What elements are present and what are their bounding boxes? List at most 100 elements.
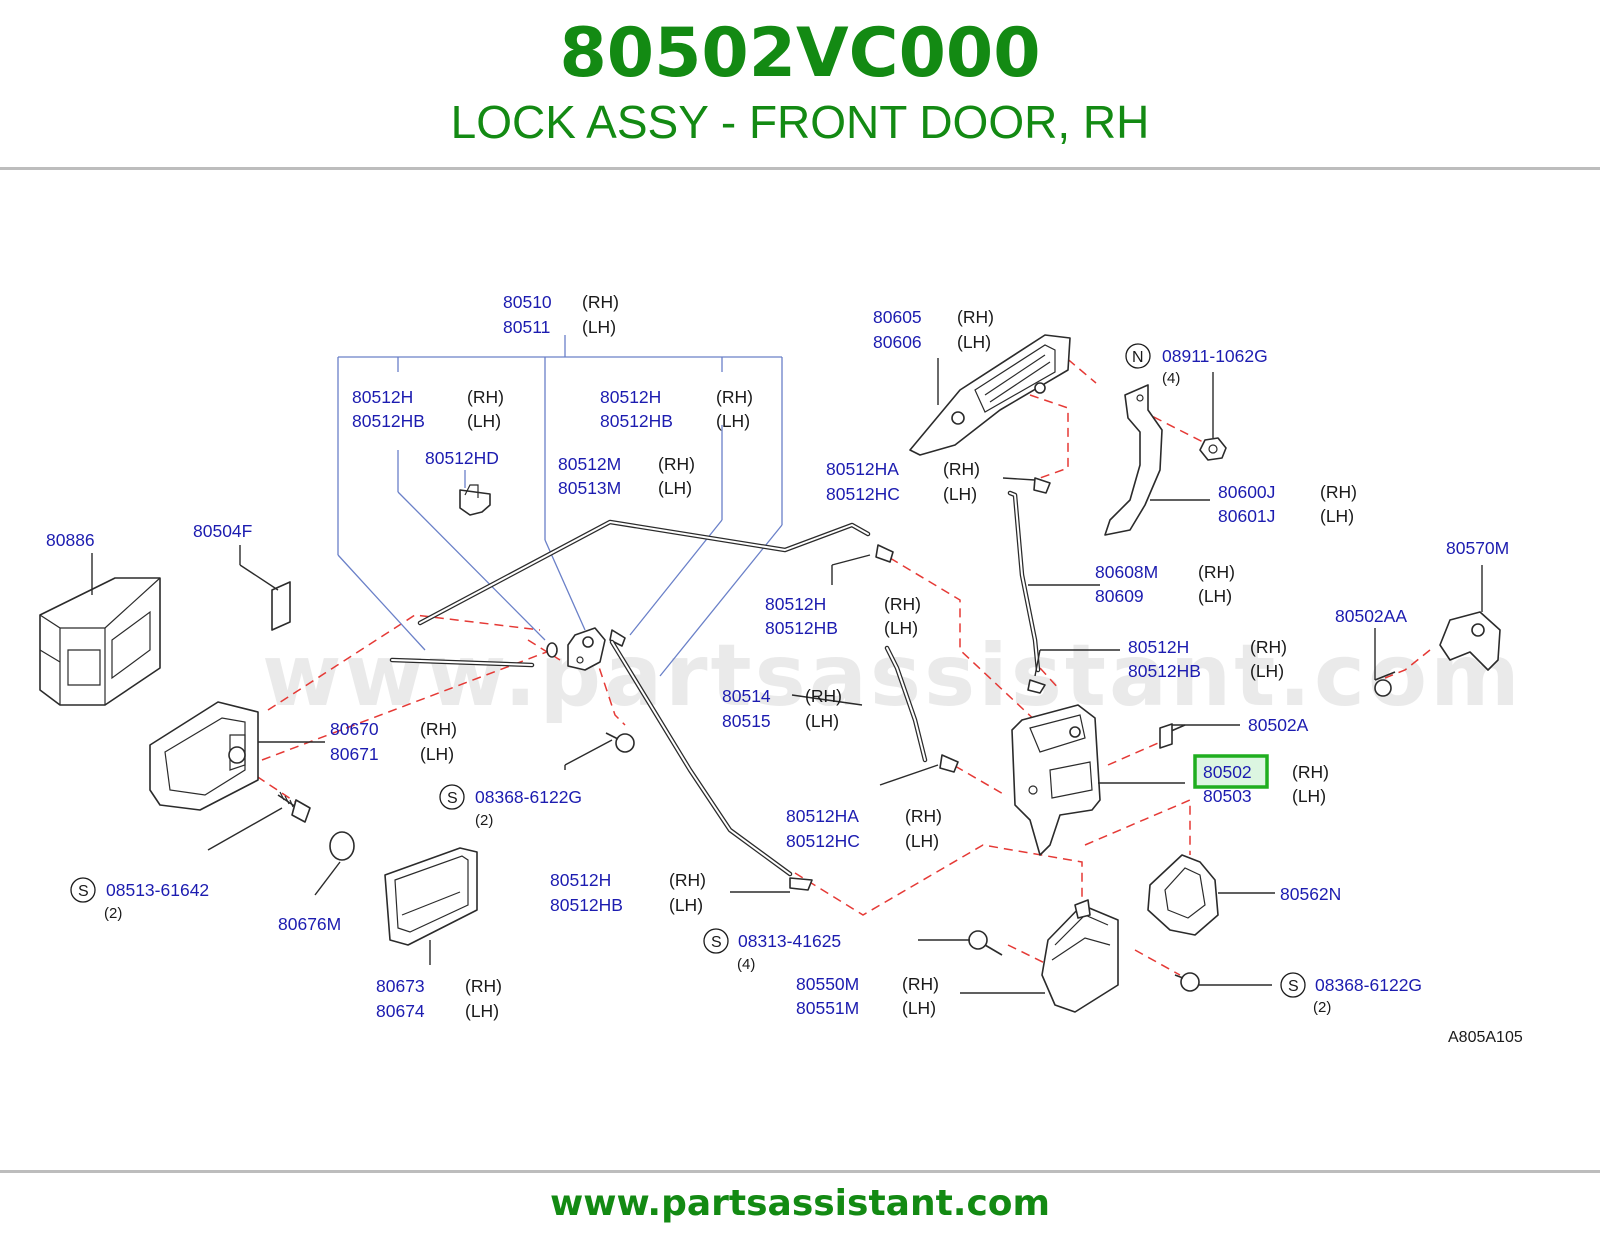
part-link-08368-6122g[interactable]: 08368-6122G [475, 787, 582, 807]
callout-80510[interactable]: 80510 (RH) 80511 (LH) [503, 292, 619, 337]
part-link-80512ha[interactable]: 80512HA [826, 459, 899, 479]
part-link-80608m[interactable]: 80608M [1095, 562, 1158, 582]
part-link-80504f[interactable]: 80504F [193, 521, 252, 541]
side-rh-label: (RH) [716, 387, 753, 407]
side-rh-label: (RH) [669, 870, 706, 890]
inside-handle-80670-drawing [149, 701, 259, 811]
callout-80502[interactable]: 80502 (RH) 80503 (LH) [1203, 762, 1329, 806]
callout-80512h-center[interactable]: 80512H (RH) 80512HB (LH) [600, 387, 753, 431]
part-link-80609[interactable]: 80609 [1095, 586, 1144, 606]
part-link-80512h[interactable]: 80512H [600, 387, 661, 407]
callout-80673[interactable]: 80673 (RH) 80674 (LH) [376, 976, 502, 1021]
part-link-80511[interactable]: 80511 [503, 317, 550, 337]
callout-80512h-left[interactable]: 80512H (RH) 80512HB (LH) [352, 387, 504, 431]
part-link-80503[interactable]: 80503 [1203, 786, 1252, 806]
part-link-80513m[interactable]: 80513M [558, 478, 621, 498]
part-link-80676m[interactable]: 80676M [278, 914, 341, 934]
part-link-80512h[interactable]: 80512H [550, 870, 611, 890]
callout-80512h-mid[interactable]: 80512H (RH) 80512HB (LH) [765, 594, 921, 638]
part-link-80601j[interactable]: 80601J [1218, 506, 1275, 526]
part-link-80600j[interactable]: 80600J [1218, 482, 1275, 502]
side-lh-label: (LH) [1292, 786, 1326, 806]
part-link-80512hc[interactable]: 80512HC [826, 484, 900, 504]
callout-80514[interactable]: 80514 (RH) 80515 (LH) [722, 686, 842, 731]
callout-80608m[interactable]: 80608M (RH) 80609 (LH) [1095, 562, 1235, 606]
part-link-80551m[interactable]: 80551M [796, 998, 859, 1018]
part-link-80512ha[interactable]: 80512HA [786, 806, 859, 826]
part-link-80670[interactable]: 80670 [330, 719, 379, 739]
part-link-80512h[interactable]: 80512H [765, 594, 826, 614]
part-link-80502aa[interactable]: 80502AA [1335, 606, 1407, 626]
rod-group-bracket [337, 335, 783, 677]
part-link-80502a[interactable]: 80502A [1248, 715, 1309, 735]
part-link-80515[interactable]: 80515 [722, 711, 771, 731]
callout-80512h-lower[interactable]: 80512H (RH) 80512HB (LH) [550, 870, 706, 915]
part-link-80886[interactable]: 80886 [46, 530, 95, 550]
part-link-80512hc[interactable]: 80512HC [786, 831, 860, 851]
part-link-80514[interactable]: 80514 [722, 686, 771, 706]
rods-drawing [389, 490, 1041, 877]
cap-80676m-drawing [329, 831, 355, 861]
part-link-80510[interactable]: 80510 [503, 292, 552, 312]
pad-80886-drawing [39, 577, 161, 706]
callout-80670[interactable]: 80670 (RH) 80671 (LH) [330, 719, 457, 764]
part-link-80502-highlighted[interactable]: 80502 [1203, 762, 1252, 782]
callout-80600j[interactable]: 80600J (RH) 80601J (LH) [1218, 482, 1357, 526]
screw-symbol: S [78, 883, 89, 900]
side-lh-label: (LH) [905, 831, 939, 851]
callout-80512ha-lower[interactable]: 80512HA (RH) 80512HC (LH) [786, 806, 942, 851]
part-link-80562n[interactable]: 80562N [1280, 884, 1341, 904]
side-rh-label: (RH) [805, 686, 842, 706]
part-link-80512hb[interactable]: 80512HB [765, 618, 838, 638]
side-rh-label: (RH) [467, 387, 504, 407]
seal-80504f-drawing [271, 581, 291, 631]
leader-lines [91, 358, 1483, 994]
part-link-80673[interactable]: 80673 [376, 976, 425, 996]
part-link-80512hb[interactable]: 80512HB [600, 411, 673, 431]
callout-80512ha-top[interactable]: 80512HA (RH) 80512HC (LH) [826, 459, 980, 504]
rod-clips-drawing [789, 477, 1051, 891]
callout-80550m[interactable]: 80550M (RH) 80551M (LH) [796, 974, 939, 1018]
callout-08313-41625[interactable]: S 08313-41625 (4) [703, 928, 841, 973]
part-link-80512hb[interactable]: 80512HB [550, 895, 623, 915]
door-lock-80502-drawing [1011, 704, 1101, 856]
side-lh-label: (LH) [465, 1001, 499, 1021]
part-link-80512h[interactable]: 80512H [1128, 637, 1189, 657]
quantity-label: (4) [737, 956, 755, 973]
callout-80512h-right[interactable]: 80512H (RH) 80512HB (LH) [1128, 637, 1287, 681]
part-link-80512hb[interactable]: 80512HB [352, 411, 425, 431]
part-link-80605[interactable]: 80605 [873, 307, 922, 327]
part-link-80512h[interactable]: 80512H [352, 387, 413, 407]
callout-08513-61642[interactable]: S 08513-61642 (2) [70, 877, 209, 922]
callout-08911-1062g[interactable]: N 08911-1062G (4) [1125, 343, 1268, 387]
part-link-80570m[interactable]: 80570M [1446, 538, 1509, 558]
part-link-08911-1062g[interactable]: 08911-1062G [1162, 346, 1268, 366]
side-lh-label: (LH) [1250, 661, 1284, 681]
side-lh-label: (LH) [902, 998, 936, 1018]
part-link-80550m[interactable]: 80550M [796, 974, 859, 994]
watermark-text: www.partsassistant.com [262, 626, 1523, 726]
page-header: 80502VC000 LOCK ASSY - FRONT DOOR, RH [0, 0, 1600, 170]
part-link-80671[interactable]: 80671 [330, 744, 379, 764]
callout-08368-6122g-right[interactable]: S 08368-6122G (2) [1280, 972, 1422, 1016]
part-link-08513-61642[interactable]: 08513-61642 [106, 880, 209, 900]
callout-08368-6122g-left[interactable]: S 08368-6122G (2) [439, 784, 582, 829]
footer-site-link[interactable]: www.partsassistant.com [549, 1183, 1051, 1224]
part-link-80512hb[interactable]: 80512HB [1128, 661, 1201, 681]
bracket-80600j-drawing [1104, 384, 1163, 536]
side-rh-label: (RH) [884, 594, 921, 614]
part-link-08368-6122g[interactable]: 08368-6122G [1315, 975, 1422, 995]
part-link-08313-41625[interactable]: 08313-41625 [738, 931, 841, 951]
callout-80605[interactable]: 80605 (RH) 80606 (LH) [873, 307, 994, 352]
part-link-80606[interactable]: 80606 [873, 332, 922, 352]
screw-08513-drawing [277, 791, 311, 823]
part-link-80512m[interactable]: 80512M [558, 454, 621, 474]
side-lh-label: (LH) [943, 484, 977, 504]
side-rh-label: (RH) [1250, 637, 1287, 657]
side-lh-label: (LH) [1198, 586, 1232, 606]
part-link-80512hd[interactable]: 80512HD [425, 448, 499, 468]
side-lh-label: (LH) [669, 895, 703, 915]
part-link-80674[interactable]: 80674 [376, 1001, 425, 1021]
callout-80512m[interactable]: 80512M (RH) 80513M (LH) [558, 454, 695, 498]
